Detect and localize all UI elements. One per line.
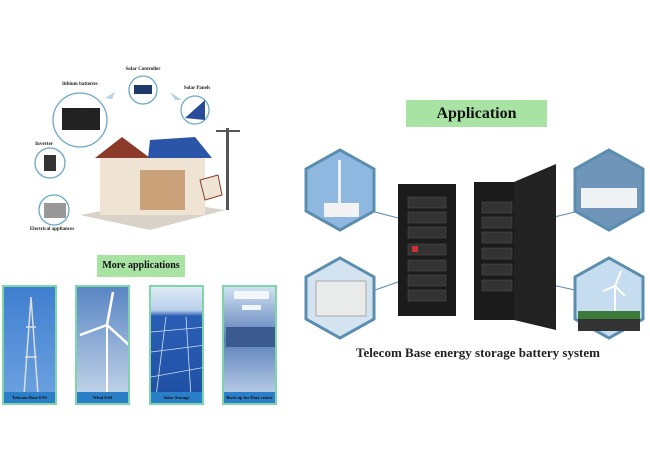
tile-wind: Wind ESS bbox=[75, 285, 130, 405]
label-solar-panels: Solar Panels bbox=[183, 86, 211, 91]
tile-data-center: Back-up for Data center bbox=[222, 285, 277, 405]
hex-container-ess bbox=[304, 256, 376, 340]
server-room-icon bbox=[226, 291, 275, 347]
label-electrical-appliances: Electrical appliances bbox=[29, 227, 75, 232]
tile-label: Solar Storage bbox=[151, 392, 202, 403]
wind-turbine-icon bbox=[79, 291, 128, 395]
connector-lines bbox=[374, 211, 576, 291]
solar-panel-icon bbox=[185, 100, 205, 120]
tile-label: Telecom Base ESS bbox=[4, 392, 55, 403]
more-applications-title: More applications bbox=[97, 255, 185, 277]
application-caption: Telecom Base energy storage battery syst… bbox=[356, 345, 600, 360]
application-title: Application bbox=[406, 100, 547, 127]
tile-label: Back-up for Data center bbox=[224, 392, 275, 403]
solar-home-diagram bbox=[34, 75, 240, 230]
hex-telecom-tower bbox=[304, 148, 376, 232]
battery-cabinets bbox=[398, 164, 556, 330]
tile-label: Wind ESS bbox=[77, 392, 128, 403]
tile-telecom-base: Telecom Base ESS bbox=[2, 285, 57, 405]
solar-panels-icon bbox=[151, 316, 202, 397]
label-solar-controller: Solar Controller bbox=[125, 67, 161, 72]
label-lithium-batteries: lithium batteries bbox=[62, 82, 98, 87]
inverter-icon bbox=[44, 155, 56, 171]
utility-pole bbox=[226, 128, 229, 210]
hex-wind-solar bbox=[573, 256, 645, 340]
tile-solar-storage: Solar Storage bbox=[149, 285, 204, 405]
telecom-tower-icon bbox=[23, 296, 39, 396]
solar-controller-icon bbox=[134, 85, 152, 94]
label-inverter: Inverter bbox=[35, 142, 53, 147]
battery-icon bbox=[62, 108, 100, 130]
hex-solar-storage bbox=[573, 148, 645, 232]
appliances-icon bbox=[44, 203, 66, 218]
